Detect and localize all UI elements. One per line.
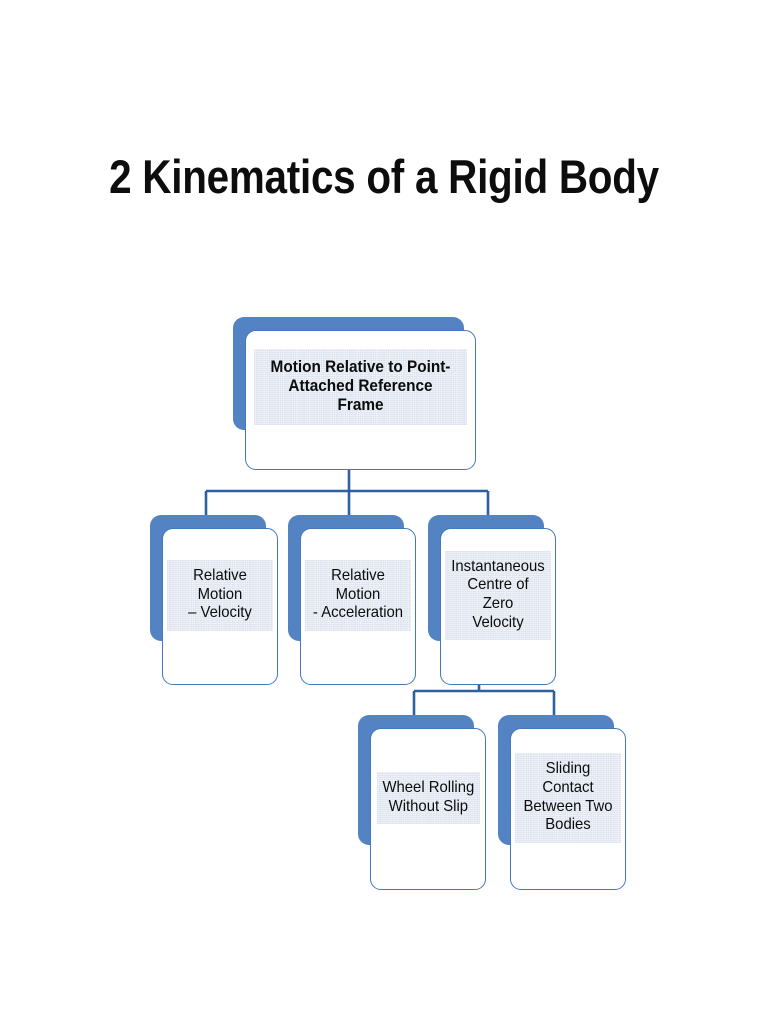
- node-label: Relative Motion - Acceleration: [305, 560, 411, 631]
- node-label: Instantaneous Centre of Zero Velocity: [445, 551, 551, 640]
- node-face: Relative Motion - Acceleration: [300, 528, 416, 685]
- page-title: 2 Kinematics of a Rigid Body: [109, 150, 659, 203]
- node-motion-relative-frame[interactable]: Motion Relative to Point- Attached Refer…: [233, 317, 476, 470]
- node-wheel-rolling-without-slip[interactable]: Wheel Rolling Without Slip: [358, 715, 486, 890]
- node-instantaneous-centre-zero-velocity[interactable]: Instantaneous Centre of Zero Velocity: [428, 515, 556, 685]
- node-face: Relative Motion – Velocity: [162, 528, 278, 685]
- node-relative-motion-acceleration[interactable]: Relative Motion - Acceleration: [288, 515, 416, 685]
- node-face: Sliding Contact Between Two Bodies: [510, 728, 626, 890]
- node-face: Motion Relative to Point- Attached Refer…: [245, 330, 476, 470]
- node-label: Motion Relative to Point- Attached Refer…: [254, 349, 467, 425]
- node-label: Wheel Rolling Without Slip: [377, 772, 480, 824]
- node-face: Wheel Rolling Without Slip: [370, 728, 486, 890]
- node-label: Relative Motion – Velocity: [167, 560, 273, 631]
- node-relative-motion-velocity[interactable]: Relative Motion – Velocity: [150, 515, 278, 685]
- node-sliding-contact-between-two-bodies[interactable]: Sliding Contact Between Two Bodies: [498, 715, 626, 890]
- node-label: Sliding Contact Between Two Bodies: [515, 753, 621, 842]
- node-face: Instantaneous Centre of Zero Velocity: [440, 528, 556, 685]
